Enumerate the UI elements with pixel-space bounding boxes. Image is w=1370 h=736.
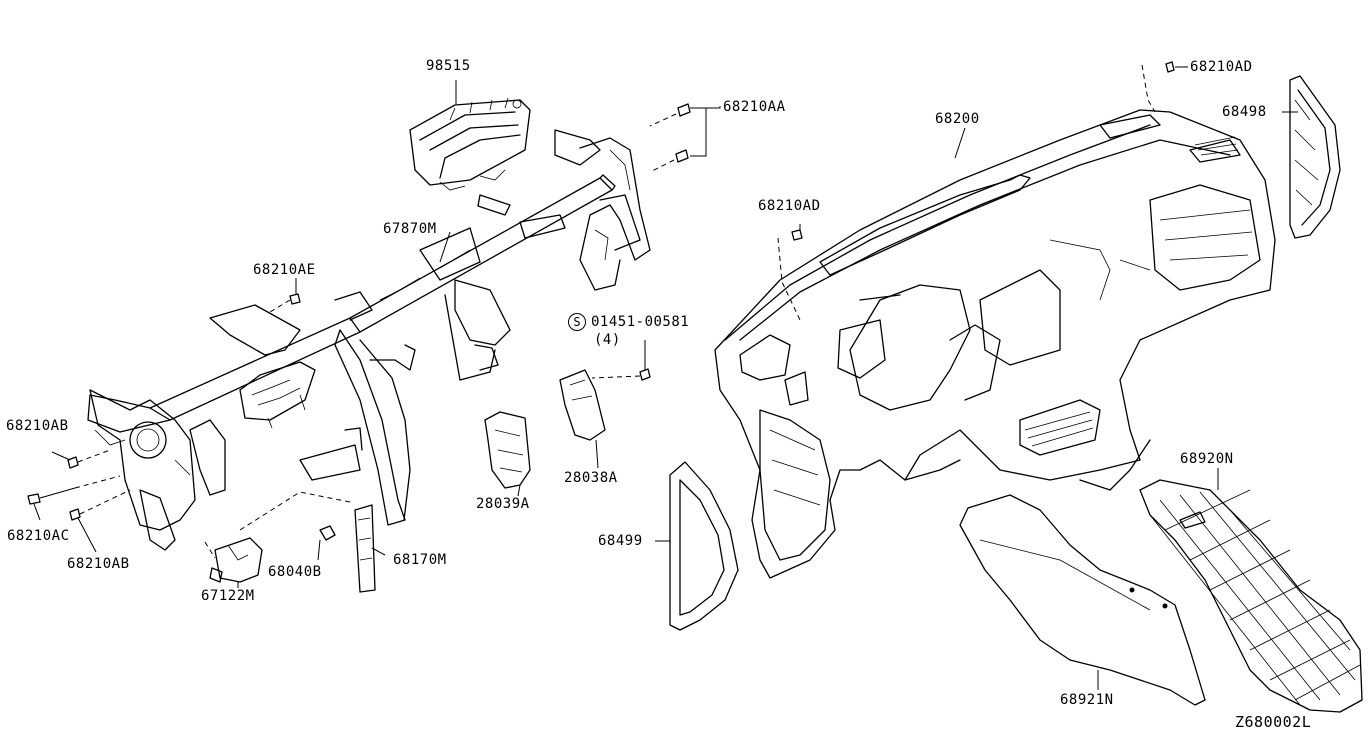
- bolt-68210ae-icon: [289, 293, 301, 305]
- label-68210ae[interactable]: 68210AE: [253, 262, 316, 278]
- bolt-68210ab-left-icon: [67, 456, 79, 469]
- label-28038a[interactable]: 28038A: [564, 470, 618, 486]
- label-67122m[interactable]: 67122M: [201, 588, 255, 604]
- label-98515[interactable]: 98515: [426, 58, 471, 74]
- label-68499[interactable]: 68499: [598, 533, 643, 549]
- label-68921n[interactable]: 68921N: [1060, 692, 1114, 708]
- diagram-code: Z680002L: [1235, 713, 1312, 731]
- end-panel-left[interactable]: [669, 461, 739, 631]
- bolt-68210ab-lower-icon: [69, 508, 81, 521]
- steering-member[interactable]: [87, 129, 651, 551]
- airbag-module[interactable]: [409, 97, 531, 191]
- label-68170m[interactable]: 68170M: [393, 552, 447, 568]
- label-68210ab-left[interactable]: 68210AB: [6, 418, 69, 434]
- screw-01451-icon: [639, 368, 651, 381]
- bracket-28038a[interactable]: [559, 369, 606, 441]
- label-68210ad-top[interactable]: 68210AD: [1190, 59, 1253, 75]
- label-68498[interactable]: 68498: [1222, 104, 1267, 120]
- end-panel-right[interactable]: [1289, 75, 1341, 239]
- label-68200[interactable]: 68200: [935, 111, 980, 127]
- bracket-67122m[interactable]: [209, 537, 263, 583]
- stay-68170m[interactable]: [354, 504, 376, 593]
- label-68040b[interactable]: 68040B: [268, 564, 322, 580]
- instrument-panel[interactable]: [714, 109, 1276, 579]
- lower-cover-68920n[interactable]: [1139, 479, 1363, 713]
- label-67870m[interactable]: 67870M: [383, 221, 437, 237]
- label-68210ab-lower[interactable]: 68210AB: [67, 556, 130, 572]
- lower-cover-68921n[interactable]: [959, 494, 1206, 706]
- bolt-68210aa-icon: [675, 103, 691, 163]
- bolt-68210ad-top-icon: [1165, 61, 1175, 73]
- bolt-68210ac-icon: [27, 487, 76, 505]
- label-68920n[interactable]: 68920N: [1180, 451, 1234, 467]
- label-68210ad-mid[interactable]: 68210AD: [758, 198, 821, 214]
- label-01451-00581[interactable]: 01451-00581: [591, 314, 690, 330]
- label-28039a[interactable]: 28039A: [476, 496, 530, 512]
- label-68210ac[interactable]: 68210AC: [7, 528, 70, 544]
- label-68210aa[interactable]: 68210AA: [723, 99, 786, 115]
- screw-symbol-icon: S: [568, 313, 586, 331]
- nut-68040b[interactable]: [319, 525, 336, 541]
- label-screw-qty: (4): [594, 332, 621, 348]
- bolt-68210ad-mid-icon: [791, 229, 803, 241]
- bracket-28039a[interactable]: [484, 411, 531, 489]
